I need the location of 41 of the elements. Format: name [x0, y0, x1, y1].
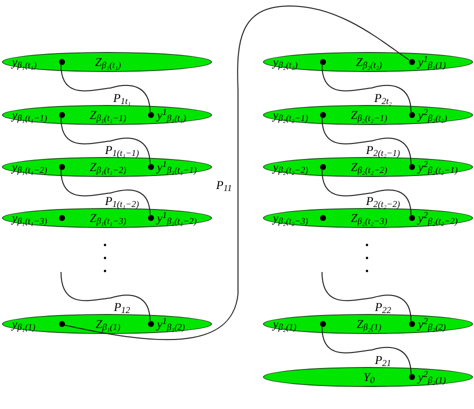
- ellipse-node: [2, 314, 212, 334]
- math-label: y$_{β₂(t₂−1)}$: [273, 107, 308, 124]
- math-label: Z$_{β₂(t₂)}$: [356, 54, 382, 71]
- math-label: y$_{β₂(t₂−3)}$: [273, 210, 308, 227]
- math-label: y$_{β₁(t₁−2)}$: [12, 159, 48, 176]
- curved-connector: [60, 64, 150, 112]
- math-label: Z$_{β₁(t₁−3)}$: [90, 210, 126, 227]
- curved-connector: [322, 170, 412, 216]
- math-label: Z$_{β₁(t₁−1)}$: [90, 107, 126, 124]
- edge-label: P$_{2(t₂−2)}$: [364, 195, 402, 207]
- math-label: y$_{β₁(t₁−1)}$: [12, 107, 48, 124]
- curved-connector: [322, 64, 412, 112]
- edge-label: P$_{21}$: [374, 354, 392, 366]
- math-label: Z$_{β₂(t₂−1)}$: [350, 107, 388, 124]
- curved-connector: [60, 170, 150, 216]
- math-label: y$_{β₂(1)}$: [273, 316, 296, 333]
- edge-label: P$_{1(t₁−2)}$: [104, 195, 140, 207]
- math-label: Z$_{β₂(t₂−3)}$: [350, 210, 388, 227]
- math-label: y$_{β₂(t₂)}$: [273, 54, 298, 71]
- math-label: Z$_{β₁(t₁−2)}$: [90, 159, 126, 176]
- edge-label: P$_{22}$: [374, 301, 392, 313]
- math-label: Z$_{β₂(t₂−2)}$: [350, 159, 388, 176]
- math-label: Z$_{β₁(t₁)}$: [95, 54, 121, 71]
- math-label: Z$_{β₁(1)}$: [96, 316, 120, 333]
- curved-connector: [322, 272, 412, 322]
- curved-connector: [322, 326, 412, 374]
- edge-label: P$_{12}$: [112, 301, 132, 313]
- math-label: Y$_{0}$: [363, 369, 375, 386]
- edge-label: P$_{11}$: [215, 179, 233, 191]
- math-label: y$_{β₁(t₁−3)}$: [12, 210, 48, 227]
- curved-connector: [60, 118, 150, 164]
- curved-connector: [322, 118, 412, 164]
- edge-label: P$_{1t₁}$: [112, 92, 132, 104]
- math-label: y$_{β₂(t₂−2)}$: [273, 159, 308, 176]
- edge-label: P$_{2(t₂−1)}$: [364, 144, 402, 156]
- math-label: Z$_{β₂(1)}$: [356, 316, 382, 333]
- math-label: y$_{β₁(t₁)}$: [12, 54, 37, 71]
- edge-label: P$_{1(t₁−1)}$: [104, 144, 140, 156]
- edge-label: P$_{2t₂}$: [373, 92, 393, 104]
- math-label: y$_{β₁(1)}$: [12, 316, 36, 333]
- curved-connector: [60, 272, 150, 322]
